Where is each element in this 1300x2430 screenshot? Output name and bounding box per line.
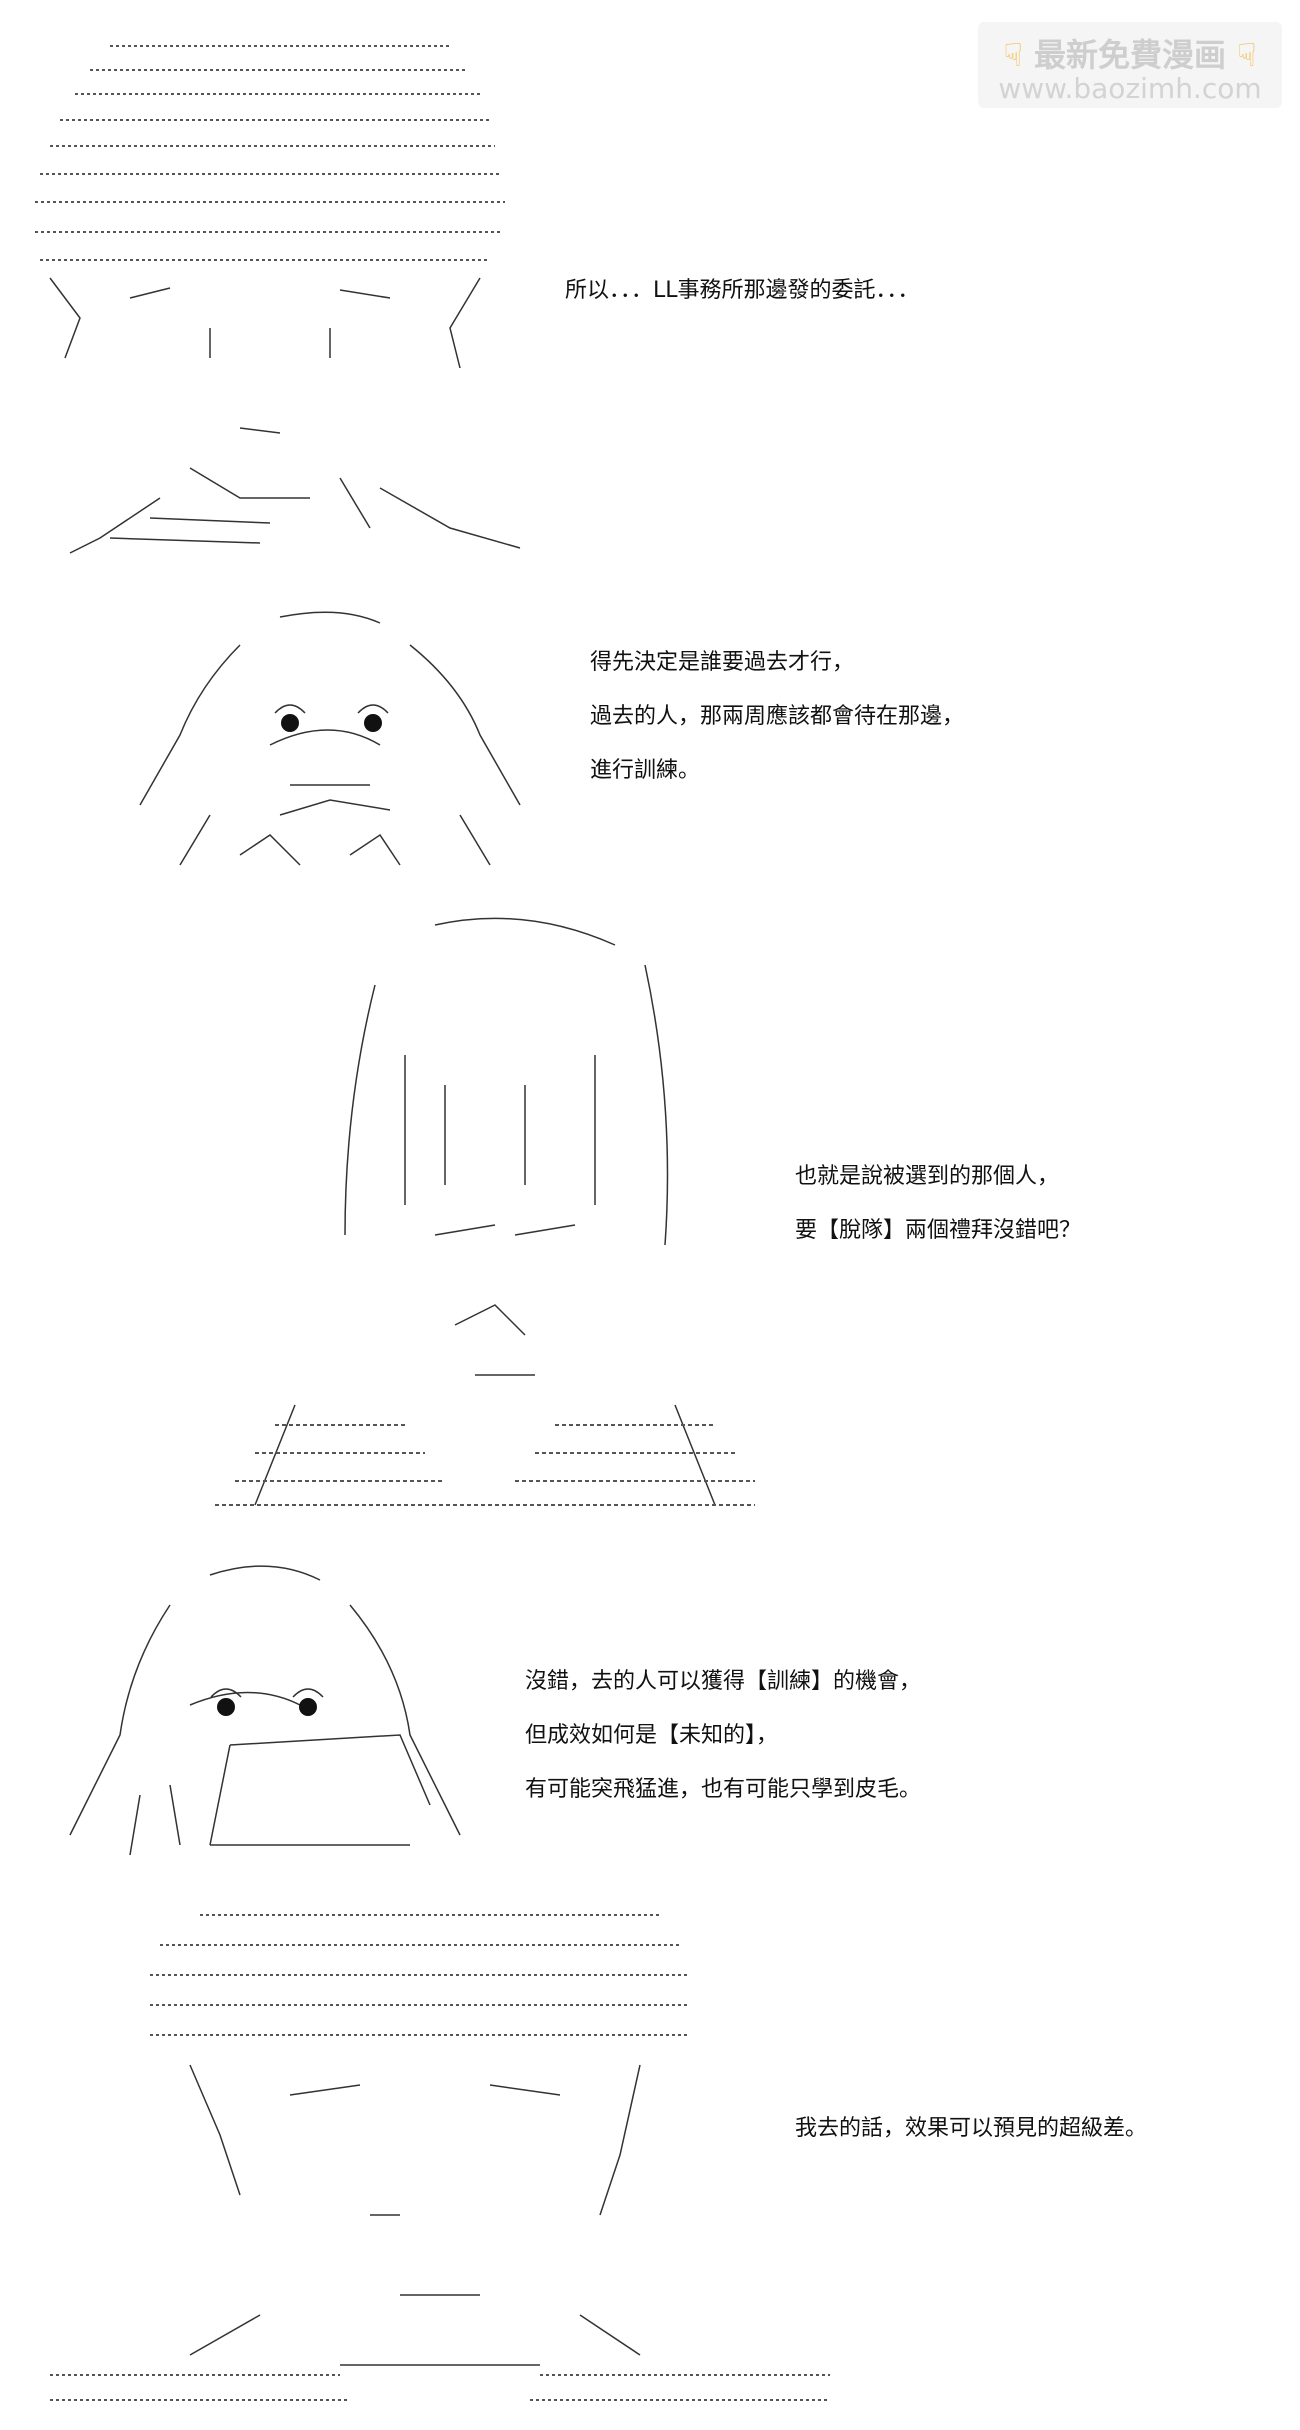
pointing-hand-icon: ☟ xyxy=(1237,36,1257,74)
dialog-line: 所以．．．LL事務所那邊發的委託．．． xyxy=(565,278,920,303)
watermark: ☟ 最新免費漫画 ☟ www.baozimh.com xyxy=(978,22,1282,108)
dialog-line: 有可能突飛猛進，也有可能只學到皮毛。 xyxy=(525,1777,922,1802)
ascii-art-creature-1 xyxy=(139,611,521,866)
dialog-panel-3: 也就是說被選到的那個人， 要【脫隊】兩個禮拜沒錯吧？ xyxy=(795,1150,1081,1258)
ascii-art-character-1 xyxy=(35,45,521,554)
dialog-panel-1: 所以．．．LL事務所那邊發的委託．．． xyxy=(565,264,920,318)
dialog-panel-5: 我去的話，效果可以預見的超級差。 xyxy=(795,2102,1147,2156)
dialog-line: 要【脫隊】兩個禮拜沒錯吧？ xyxy=(795,1218,1082,1243)
ascii-art-character-3 xyxy=(50,1914,830,2401)
watermark-title-row: ☟ 最新免費漫画 ☟ xyxy=(978,30,1282,76)
dialog-line: 得先決定是誰要過去才行， xyxy=(590,650,855,675)
dialog-line: 進行訓練。 xyxy=(590,758,701,783)
dialog-line: 但成效如何是【未知的】， xyxy=(525,1723,779,1748)
dialog-line: 過去的人，那兩周應該都會待在那邊， xyxy=(590,704,965,729)
watermark-url: www.baozimh.com xyxy=(998,72,1262,105)
pointing-hand-icon: ☟ xyxy=(1003,36,1023,74)
dialog-panel-2: 得先決定是誰要過去才行， 過去的人，那兩周應該都會待在那邊， 進行訓練。 xyxy=(590,636,964,798)
ascii-art-character-2 xyxy=(215,917,755,1506)
dialog-line: 沒錯，去的人可以獲得【訓練】的機會， xyxy=(525,1669,922,1694)
dialog-line: 我去的話，效果可以預見的超級差。 xyxy=(795,2116,1148,2141)
ascii-art-creature-2 xyxy=(69,1565,461,1856)
dialog-panel-4: 沒錯，去的人可以獲得【訓練】的機會， 但成效如何是【未知的】， 有可能突飛猛進，… xyxy=(525,1655,921,1817)
dialog-line: 也就是說被選到的那個人， xyxy=(795,1164,1060,1189)
watermark-title: 最新免費漫画 xyxy=(1033,36,1226,74)
